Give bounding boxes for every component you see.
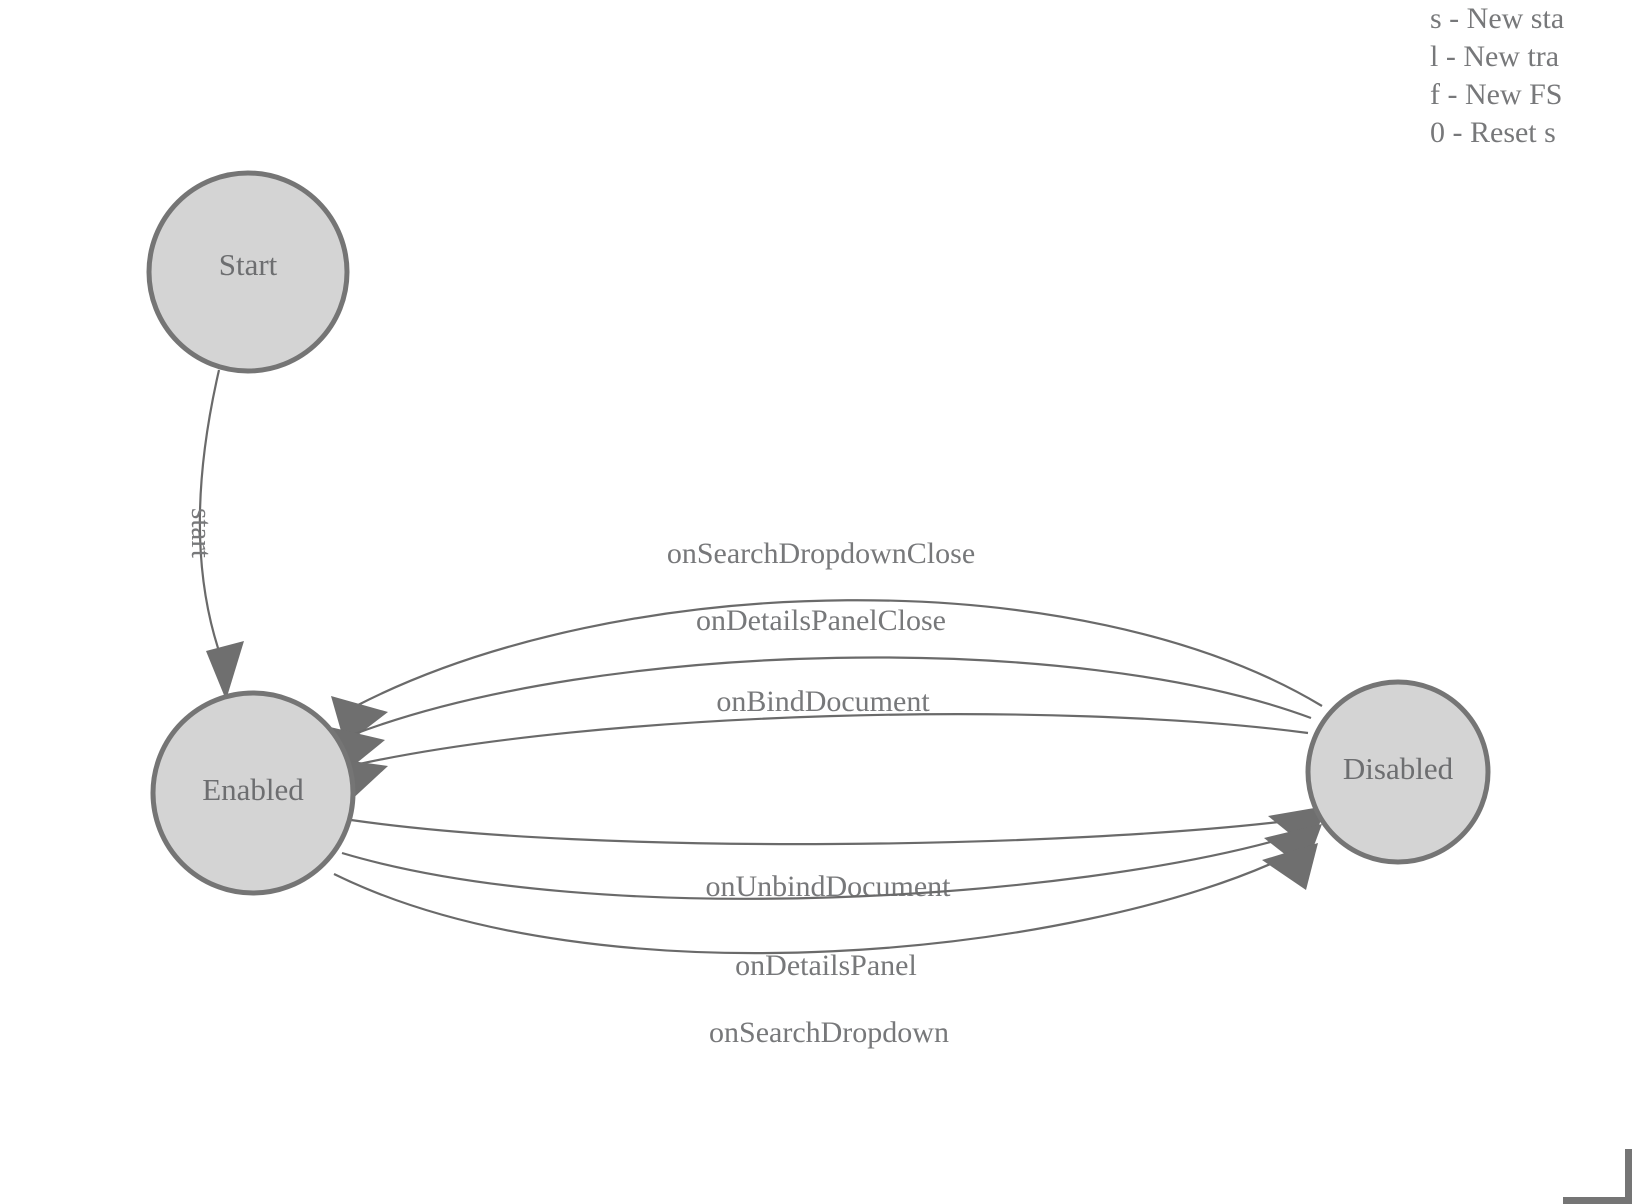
node-start[interactable]: Start <box>146 170 350 374</box>
edge-enabled-to-disabled-searchdropdown[interactable]: onSearchDropdown <box>333 843 1318 1049</box>
edge-label-onBindDocument: onBindDocument <box>716 685 930 718</box>
edge-enabled-to-disabled-detailspanel[interactable]: onDetailsPanel <box>341 824 1322 982</box>
edge-disabled-to-enabled-binddocument[interactable]: onBindDocument <box>330 685 1309 803</box>
edge-label-onSearchDropdown: onSearchDropdown <box>709 1016 949 1049</box>
node-disabled-label: Disabled <box>1343 751 1454 786</box>
edge-path-onSearchDropdownClose <box>355 599 1323 707</box>
edge-path-onBindDocument <box>349 713 1309 768</box>
edge-label-onDetailsPanelClose: onDetailsPanelClose <box>696 604 946 637</box>
edge-path-onDetailsPanel <box>341 834 1293 900</box>
vertical-scrollbar[interactable] <box>1625 1149 1632 1204</box>
edge-path-start <box>198 369 224 661</box>
edge-path-onUnbindDocument <box>350 818 1297 846</box>
node-enabled[interactable]: Enabled <box>150 690 356 896</box>
node-enabled-circle[interactable] <box>150 690 356 896</box>
horizontal-scrollbar[interactable] <box>1563 1197 1625 1204</box>
node-disabled[interactable]: Disabled <box>1305 679 1491 865</box>
node-start-label: Start <box>219 247 278 282</box>
edge-enabled-to-disabled-unbinddocument[interactable]: onUnbindDocument <box>350 806 1326 903</box>
node-disabled-circle[interactable] <box>1305 679 1491 865</box>
edge-path-onSearchDropdown <box>333 855 1289 955</box>
edge-label-start: start <box>185 508 217 558</box>
edge-label-onDetailsPanel: onDetailsPanel <box>735 949 917 982</box>
node-enabled-label: Enabled <box>202 772 304 807</box>
edge-label-onSearchDropdownClose: onSearchDropdownClose <box>667 537 975 570</box>
edge-start-to-enabled[interactable]: start <box>185 369 244 700</box>
edge-arrowhead-start <box>206 641 244 700</box>
edge-arrowhead-onSearchDropdown <box>1262 843 1318 890</box>
node-start-circle[interactable] <box>146 170 350 374</box>
edge-path-onDetailsPanelClose <box>351 656 1312 737</box>
